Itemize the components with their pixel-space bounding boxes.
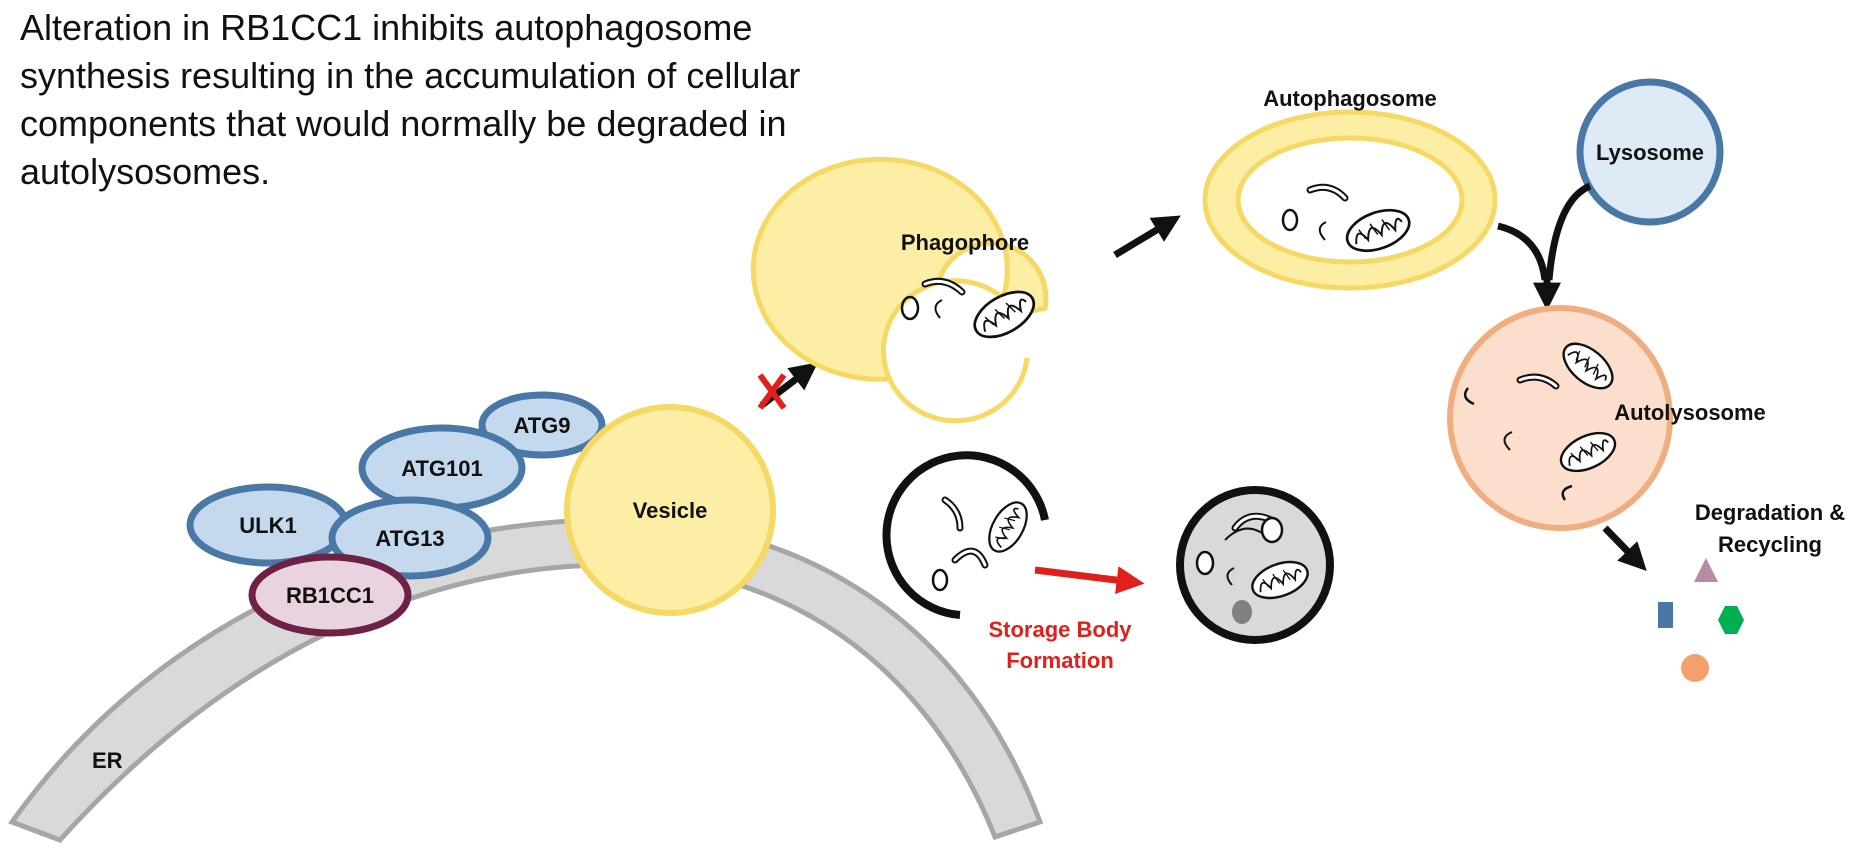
circle-product-icon (1681, 654, 1709, 682)
storage-body (1176, 486, 1334, 644)
storage-body-label-line1: Storage Body (988, 617, 1132, 642)
vesicle-label: Vesicle (633, 498, 708, 523)
ulk1-protein: ULK1 (186, 483, 350, 567)
phagophore-cargo (900, 277, 1043, 348)
inhibition-x-icon (757, 373, 787, 410)
er-label: ER (92, 748, 123, 773)
ulk1-complex: ULK1 ATG9 ATG101 ATG13 RB1CC1 (186, 391, 606, 637)
square-product-icon (1658, 602, 1673, 628)
atg101-protein: ATG101 (358, 424, 526, 512)
rb1cc1-label: RB1CC1 (286, 583, 374, 608)
autolysosome-label: Autolysosome (1614, 400, 1766, 425)
autophagosome: Autophagosome (1202, 86, 1498, 291)
atg9-label: ATG9 (513, 413, 570, 438)
storage-body-label-line2: Formation (1006, 648, 1114, 673)
phagophore-label: Phagophore (901, 230, 1029, 255)
phagophore: Phagophore (750, 156, 1049, 424)
blocked-arrow (757, 362, 819, 410)
autophagosome-cargo (1281, 183, 1417, 260)
arrow-to-degradation (1602, 525, 1647, 572)
hexagon-product-icon (1718, 606, 1744, 634)
autolysosome: Autolysosome (1447, 305, 1766, 531)
er-membrane: ER (8, 517, 1044, 843)
degradation-label-line2: Recycling (1718, 532, 1822, 557)
arrow-to-storage-body (1034, 566, 1145, 595)
autolysosome-cargo (1463, 334, 1623, 501)
lysosome: Lysosome (1576, 78, 1724, 226)
atg13-label: ATG13 (375, 526, 444, 551)
degradation-label-line1: Degradation & (1695, 500, 1845, 525)
atg13-protein: ATG13 (328, 496, 492, 580)
ulk1-label: ULK1 (239, 513, 296, 538)
autophagosome-label: Autophagosome (1263, 86, 1437, 111)
triangle-product-icon (1694, 558, 1718, 582)
fusion-arrows (1497, 182, 1592, 311)
incomplete-membrane (882, 451, 1049, 619)
figure-caption: Alteration in RB1CC1 inhibits autophagos… (20, 7, 801, 192)
rb1cc1-protein: RB1CC1 (248, 553, 412, 637)
atg9-protein: ATG9 (478, 391, 606, 459)
atg101-label: ATG101 (401, 456, 483, 481)
arrow-to-autophagosome (1113, 215, 1181, 259)
lysosome-label: Lysosome (1596, 140, 1704, 165)
vesicle: Vesicle (564, 404, 776, 616)
degradation-products (1658, 558, 1744, 682)
